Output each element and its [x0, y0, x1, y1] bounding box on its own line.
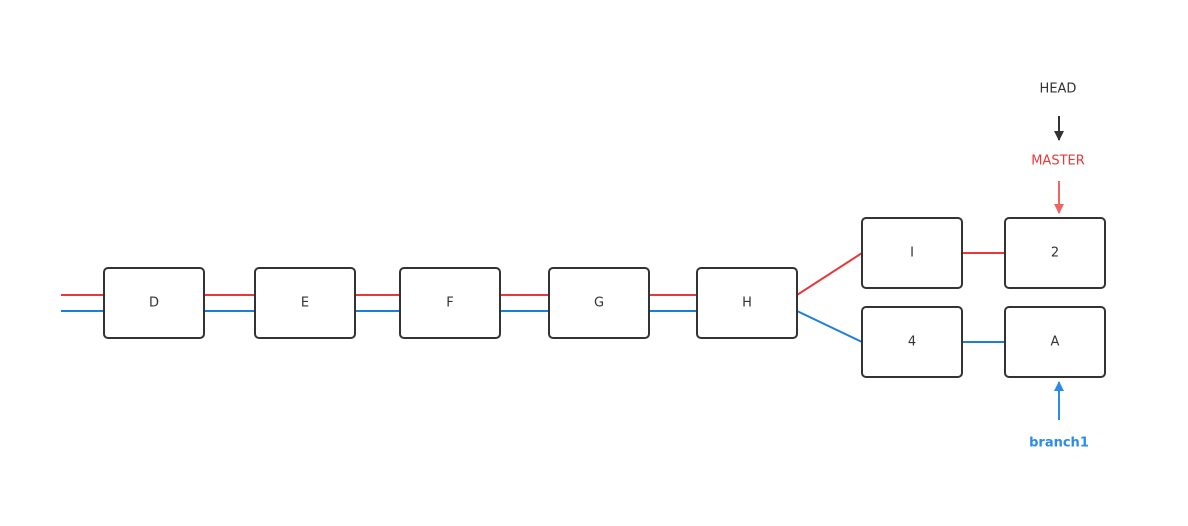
- commit-box: [399, 267, 501, 339]
- commit-label: F: [446, 296, 453, 311]
- commit-label: H: [742, 296, 752, 311]
- commit-node-h: H: [696, 267, 798, 339]
- branch-lines: [61, 252, 1005, 343]
- commit-box: [548, 267, 650, 339]
- commit-node-e: E: [254, 267, 356, 339]
- master-branch-line: [796, 252, 863, 296]
- master-ref-label: MASTER: [1031, 154, 1085, 169]
- commit-node-d: D: [103, 267, 205, 339]
- commit-box: [861, 217, 963, 289]
- head-ref-label: HEAD: [1040, 82, 1077, 97]
- commit-label: E: [301, 296, 309, 311]
- commit-node-i: I: [861, 217, 963, 289]
- commit-box: [1004, 217, 1106, 289]
- commit-label: 4: [908, 335, 916, 350]
- commit-box: [861, 306, 963, 378]
- commit-box: [254, 267, 356, 339]
- commit-node-g: G: [548, 267, 650, 339]
- commit-box: [1004, 306, 1106, 378]
- commit-label: G: [594, 296, 604, 311]
- commit-box: [696, 267, 798, 339]
- commit-node-a: A: [1004, 306, 1106, 378]
- commit-label: A: [1051, 335, 1060, 350]
- branch1-branch-line: [796, 310, 863, 343]
- commit-label: 2: [1051, 246, 1059, 261]
- commit-node-4: 4: [861, 306, 963, 378]
- commit-node-2: 2: [1004, 217, 1106, 289]
- commit-box: [103, 267, 205, 339]
- commit-node-f: F: [399, 267, 501, 339]
- ref-pointers: HEAD MASTER branch1: [1029, 82, 1089, 451]
- branch1-ref-label: branch1: [1029, 436, 1089, 451]
- commit-label: D: [149, 296, 159, 311]
- commit-nodes: D E F G H I 2 4: [103, 217, 1106, 378]
- commit-label: I: [910, 246, 914, 261]
